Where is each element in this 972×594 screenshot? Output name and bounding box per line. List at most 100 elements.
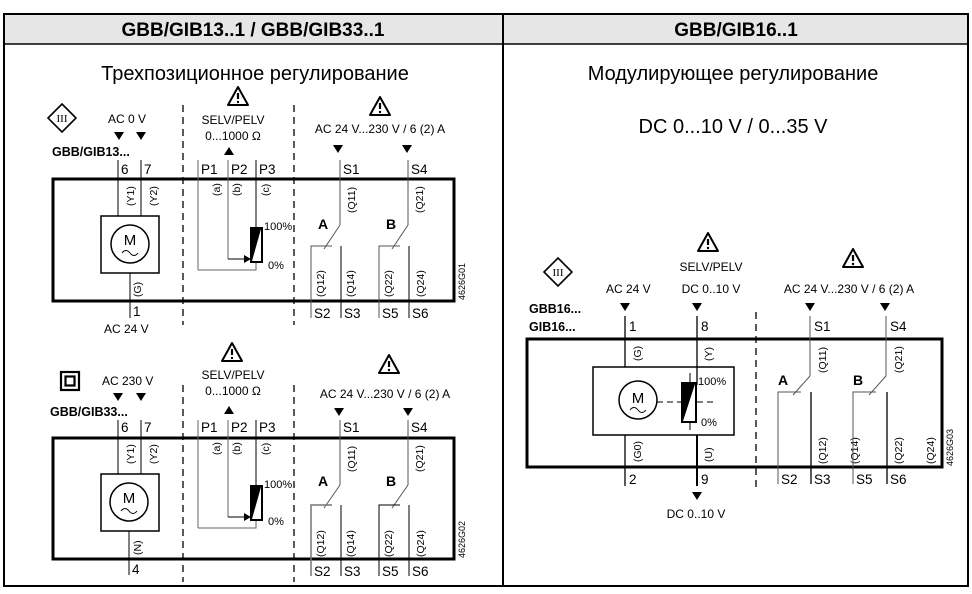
terminal-s4: S4	[411, 162, 428, 177]
switch-rating-label: AC 24 V...230 V / 6 (2) A	[315, 122, 445, 136]
terminal-s5: S5	[382, 306, 399, 321]
motor-box	[592, 366, 735, 436]
arrow-down-icon	[136, 132, 146, 140]
wire-label: (Q12)	[315, 530, 327, 557]
wire-label: (Q11)	[346, 187, 358, 213]
wire-label: (Q12)	[315, 270, 327, 297]
wire-label: (Q22)	[893, 437, 905, 464]
diagram-gib16: III AC 24 V GBB16... GIB16... SELV/PELV …	[525, 231, 955, 521]
pct-high-label: 100%	[264, 221, 292, 233]
supply-bottom-label: AC 24 V	[104, 322, 149, 336]
arrow-down-icon	[620, 303, 630, 311]
wire-label: (Q22)	[383, 530, 395, 557]
pct-low-label: 0%	[268, 516, 284, 528]
drawing-code: 4626G01	[457, 263, 467, 300]
signal-range-label: DC 0...10 V / 0...35 V	[639, 116, 829, 138]
arrow-up-icon	[224, 147, 234, 155]
warning-icon	[220, 341, 244, 363]
subtitle-modulating: Модулирующее регулирование	[588, 63, 879, 85]
switch-rating-label: AC 24 V...230 V / 6 (2) A	[320, 387, 450, 401]
wire-label: (Q24)	[415, 270, 427, 297]
switch-b-label: B	[853, 372, 863, 388]
pot-label-range: 0...1000 Ω	[205, 384, 261, 398]
terminal-s5: S5	[382, 564, 399, 579]
arrow-down-icon	[402, 145, 412, 153]
device-housing	[51, 177, 456, 303]
wire-label: (b)	[231, 442, 243, 455]
motor-symbol: M	[123, 490, 136, 507]
wire-label: (Q11)	[817, 347, 829, 373]
terminal-4: 4	[132, 562, 140, 577]
terminal-6: 6	[121, 162, 129, 177]
wire-label: (Q14)	[849, 437, 861, 464]
switch-rating-label: AC 24 V...230 V / 6 (2) A	[784, 282, 914, 296]
terminal-s2: S2	[314, 306, 331, 321]
terminal-s4: S4	[890, 319, 907, 334]
wire-label: (Y2)	[148, 444, 160, 464]
svg-text:III: III	[57, 113, 68, 125]
pot-label-selv: SELV/PELV	[202, 368, 265, 382]
wire-label: (Q24)	[415, 530, 427, 557]
wire-label: (Q14)	[345, 530, 357, 557]
terminal-s2: S2	[314, 564, 331, 579]
drawing-code: 4626G02	[457, 521, 467, 558]
terminal-2: 2	[629, 472, 637, 487]
supply-label: AC 0 V	[108, 112, 146, 126]
wire-label: (Q21)	[893, 346, 905, 373]
switch-a-label: A	[318, 473, 328, 489]
wire-label: (Y2)	[148, 186, 160, 206]
terminal-1: 1	[133, 304, 141, 319]
signal-label-selv: SELV/PELV	[680, 260, 743, 274]
terminal-7: 7	[144, 420, 152, 435]
wire-label: (b)	[231, 183, 243, 196]
wire-label: (Q21)	[414, 186, 426, 213]
warning-icon	[377, 353, 401, 375]
wire-label: (Q21)	[414, 445, 426, 472]
arrow-down-icon	[880, 303, 890, 311]
motor-icon	[618, 380, 658, 420]
pct-high-label: 100%	[698, 376, 726, 388]
arrow-down-icon	[692, 492, 702, 500]
terminal-8: 8	[701, 319, 709, 334]
wire-label: (U)	[703, 447, 715, 462]
terminal-s6: S6	[412, 306, 429, 321]
terminal-s1: S1	[343, 162, 360, 177]
wire-label: (G0)	[632, 441, 644, 462]
motor-icon	[109, 482, 149, 522]
wire-label: (a)	[211, 183, 223, 196]
pct-low-label: 0%	[701, 417, 717, 429]
wire-label: (G)	[132, 282, 144, 297]
arrow-down-icon	[805, 303, 815, 311]
wire-label: (G)	[632, 346, 644, 361]
svg-text:III: III	[553, 267, 564, 279]
wire-label: (N)	[132, 540, 144, 555]
arrow-down-icon	[114, 132, 124, 140]
wire-label: (Y1)	[125, 444, 137, 464]
warning-icon	[368, 95, 392, 117]
protection-class-iii-icon: III	[542, 256, 574, 288]
terminal-s3: S3	[344, 306, 361, 321]
arrow-down-icon	[334, 408, 344, 416]
subtitle-three-position: Трехпозиционное регулирование	[101, 63, 409, 85]
pot-label-range: 0...1000 Ω	[205, 129, 261, 143]
motor-symbol: M	[632, 390, 645, 407]
terminal-s5: S5	[856, 472, 873, 487]
wire-label: (a)	[211, 442, 223, 455]
protection-class-iii-icon: III	[46, 102, 78, 134]
terminal-9: 9	[701, 472, 709, 487]
terminal-p2: P2	[231, 162, 248, 177]
wire-label: (Q24)	[925, 437, 937, 464]
wire-label: (Q11)	[346, 446, 358, 472]
switch-a-label: A	[778, 372, 788, 388]
supply-label: AC 230 V	[102, 374, 153, 388]
terminal-7: 7	[144, 162, 152, 177]
terminal-p2: P2	[231, 420, 248, 435]
terminal-s1: S1	[343, 420, 360, 435]
pot-label-selv: SELV/PELV	[202, 113, 265, 127]
terminal-s2: S2	[781, 472, 798, 487]
device-housing	[525, 337, 944, 469]
arrow-down-icon	[113, 393, 123, 401]
table-border	[3, 13, 969, 587]
column-header-left: GBB/GIB13..1 / GBB/GIB33..1	[122, 20, 385, 41]
